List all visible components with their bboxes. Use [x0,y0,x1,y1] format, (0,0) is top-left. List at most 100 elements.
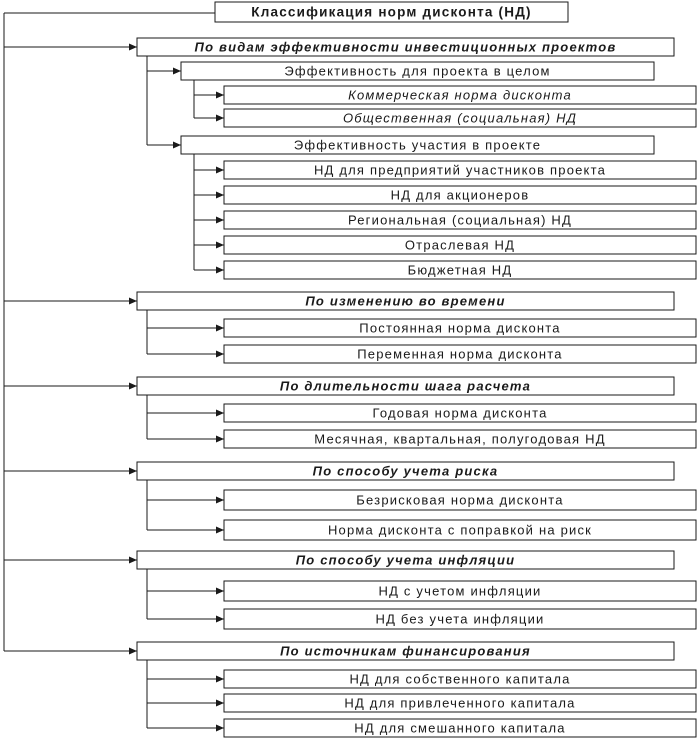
group-1-item-3-frame [223,235,697,255]
group-0: Эффективность для проекта в целом [180,61,655,81]
category-5-item-1-frame [223,693,697,713]
title-box-label: Классификация норм дисконта (НД) [251,5,531,20]
category-3-item-1: Норма дисконта с поправкой на риск [223,519,697,541]
category-4: По способу учета инфляции [136,550,675,570]
group-1-item-0-frame [223,160,697,180]
group-1-label: Эффективность участия в проекте [294,137,541,152]
category-2-frame [136,376,675,396]
category-5-item-2-label: НД для смешанного капитала [354,720,565,735]
group-1-item-0: НД для предприятий участников проекта [223,160,697,180]
arrow-head [216,350,224,358]
category-5-item-1-label: НД для привлеченного капитала [344,695,575,710]
arrow-head [216,216,224,224]
category-1-frame [136,291,675,311]
group-0-item-1-label: Общественная (социальная) НД [343,110,577,125]
arrow-head [129,467,137,475]
arrow-head [216,526,224,534]
category-2-item-1: Месячная, квартальная, полугодовая НД [223,429,697,449]
category-1-item-1: Переменная норма дисконта [223,344,697,364]
category-5-item-1: НД для привлеченного капитала [223,693,697,713]
category-0: По видам эффективности инвестиционных пр… [136,37,675,57]
category-3-item-0-label: Безрисковая норма дисконта [356,492,563,507]
category-3-item-0-frame [223,489,697,511]
category-1: По изменению во времени [136,291,675,311]
category-5-item-0-label: НД для собственного капитала [349,671,570,686]
arrow-head [216,615,224,623]
arrow-head [216,324,224,332]
category-5-frame [136,641,675,661]
arrow-head [129,297,137,305]
arrow-head [173,67,181,75]
group-1-frame [180,135,655,155]
category-5: По источникам финансирования [136,641,675,661]
group-1: Эффективность участия в проекте [180,135,655,155]
group-1-item-1-frame [223,185,697,205]
group-0-frame [180,61,655,81]
category-1-item-0: Постоянная норма дисконта [223,318,697,338]
group-0-item-1-frame [223,108,697,128]
category-4-item-0: НД с учетом инфляции [223,580,697,602]
group-1-item-2-label: Региональная (социальная) НД [348,212,572,227]
connector-lines [3,12,224,732]
category-1-item-0-label: Постоянная норма дисконта [359,320,560,335]
category-1-item-1-label: Переменная норма дисконта [357,346,563,361]
category-3-frame [136,461,675,481]
group-1-item-3-label: Отраслевая НД [405,237,515,252]
category-4-label: По способу учета инфляции [296,552,516,567]
arrow-head [216,724,224,732]
category-0-label: По видам эффективности инвестиционных пр… [195,39,617,54]
category-5-item-0-frame [223,669,697,689]
arrow-head [216,496,224,504]
group-1-item-3: Отраслевая НД [223,235,697,255]
category-4-frame [136,550,675,570]
arrow-head [173,141,181,149]
category-4-item-1: НД без учета инфляции [223,608,697,630]
category-1-item-0-frame [223,318,697,338]
arrow-head [216,166,224,174]
title-box-frame [214,1,569,23]
category-5-item-2: НД для смешанного капитала [223,718,697,738]
category-4-item-1-label: НД без учета инфляции [376,611,545,626]
category-2-item-0: Годовая норма дисконта [223,403,697,423]
category-5-label: По источникам финансирования [280,643,531,658]
category-2-item-1-frame [223,429,697,449]
arrow-head [216,191,224,199]
group-1-item-4: Бюджетная НД [223,260,697,280]
category-5-item-2-frame [223,718,697,738]
group-0-item-0-label: Коммерческая норма дисконта [348,87,572,102]
group-1-item-2: Региональная (социальная) НД [223,210,697,230]
group-1-item-0-label: НД для предприятий участников проекта [314,162,606,177]
group-0-item-1: Общественная (социальная) НД [223,108,697,128]
title-box: Классификация норм дисконта (НД) [214,1,569,23]
category-3: По способу учета риска [136,461,675,481]
arrow-head [216,114,224,122]
category-2-item-0-label: Годовая норма дисконта [372,405,547,420]
group-0-item-0: Коммерческая норма дисконта [223,85,697,105]
arrow-head [129,556,137,564]
arrow-head [129,647,137,655]
arrow-head [129,382,137,390]
category-2: По длительности шага расчета [136,376,675,396]
category-2-label: По длительности шага расчета [280,378,531,393]
arrow-head [129,43,137,51]
category-4-item-1-frame [223,608,697,630]
arrow-head [216,409,224,417]
arrow-head [216,266,224,274]
arrow-head [216,675,224,683]
category-0-frame [136,37,675,57]
group-1-item-2-frame [223,210,697,230]
category-4-item-0-label: НД с учетом инфляции [378,583,541,598]
arrow-head [216,699,224,707]
category-2-item-1-label: Месячная, квартальная, полугодовая НД [314,431,605,446]
arrow-head [216,91,224,99]
category-3-item-1-label: Норма дисконта с поправкой на риск [328,522,592,537]
category-5-item-0: НД для собственного капитала [223,669,697,689]
arrow-head [216,241,224,249]
group-0-label: Эффективность для проекта в целом [284,63,550,78]
category-1-item-1-frame [223,344,697,364]
arrow-head [216,435,224,443]
group-1-item-4-frame [223,260,697,280]
category-3-item-0: Безрисковая норма дисконта [223,489,697,511]
category-3-item-1-frame [223,519,697,541]
